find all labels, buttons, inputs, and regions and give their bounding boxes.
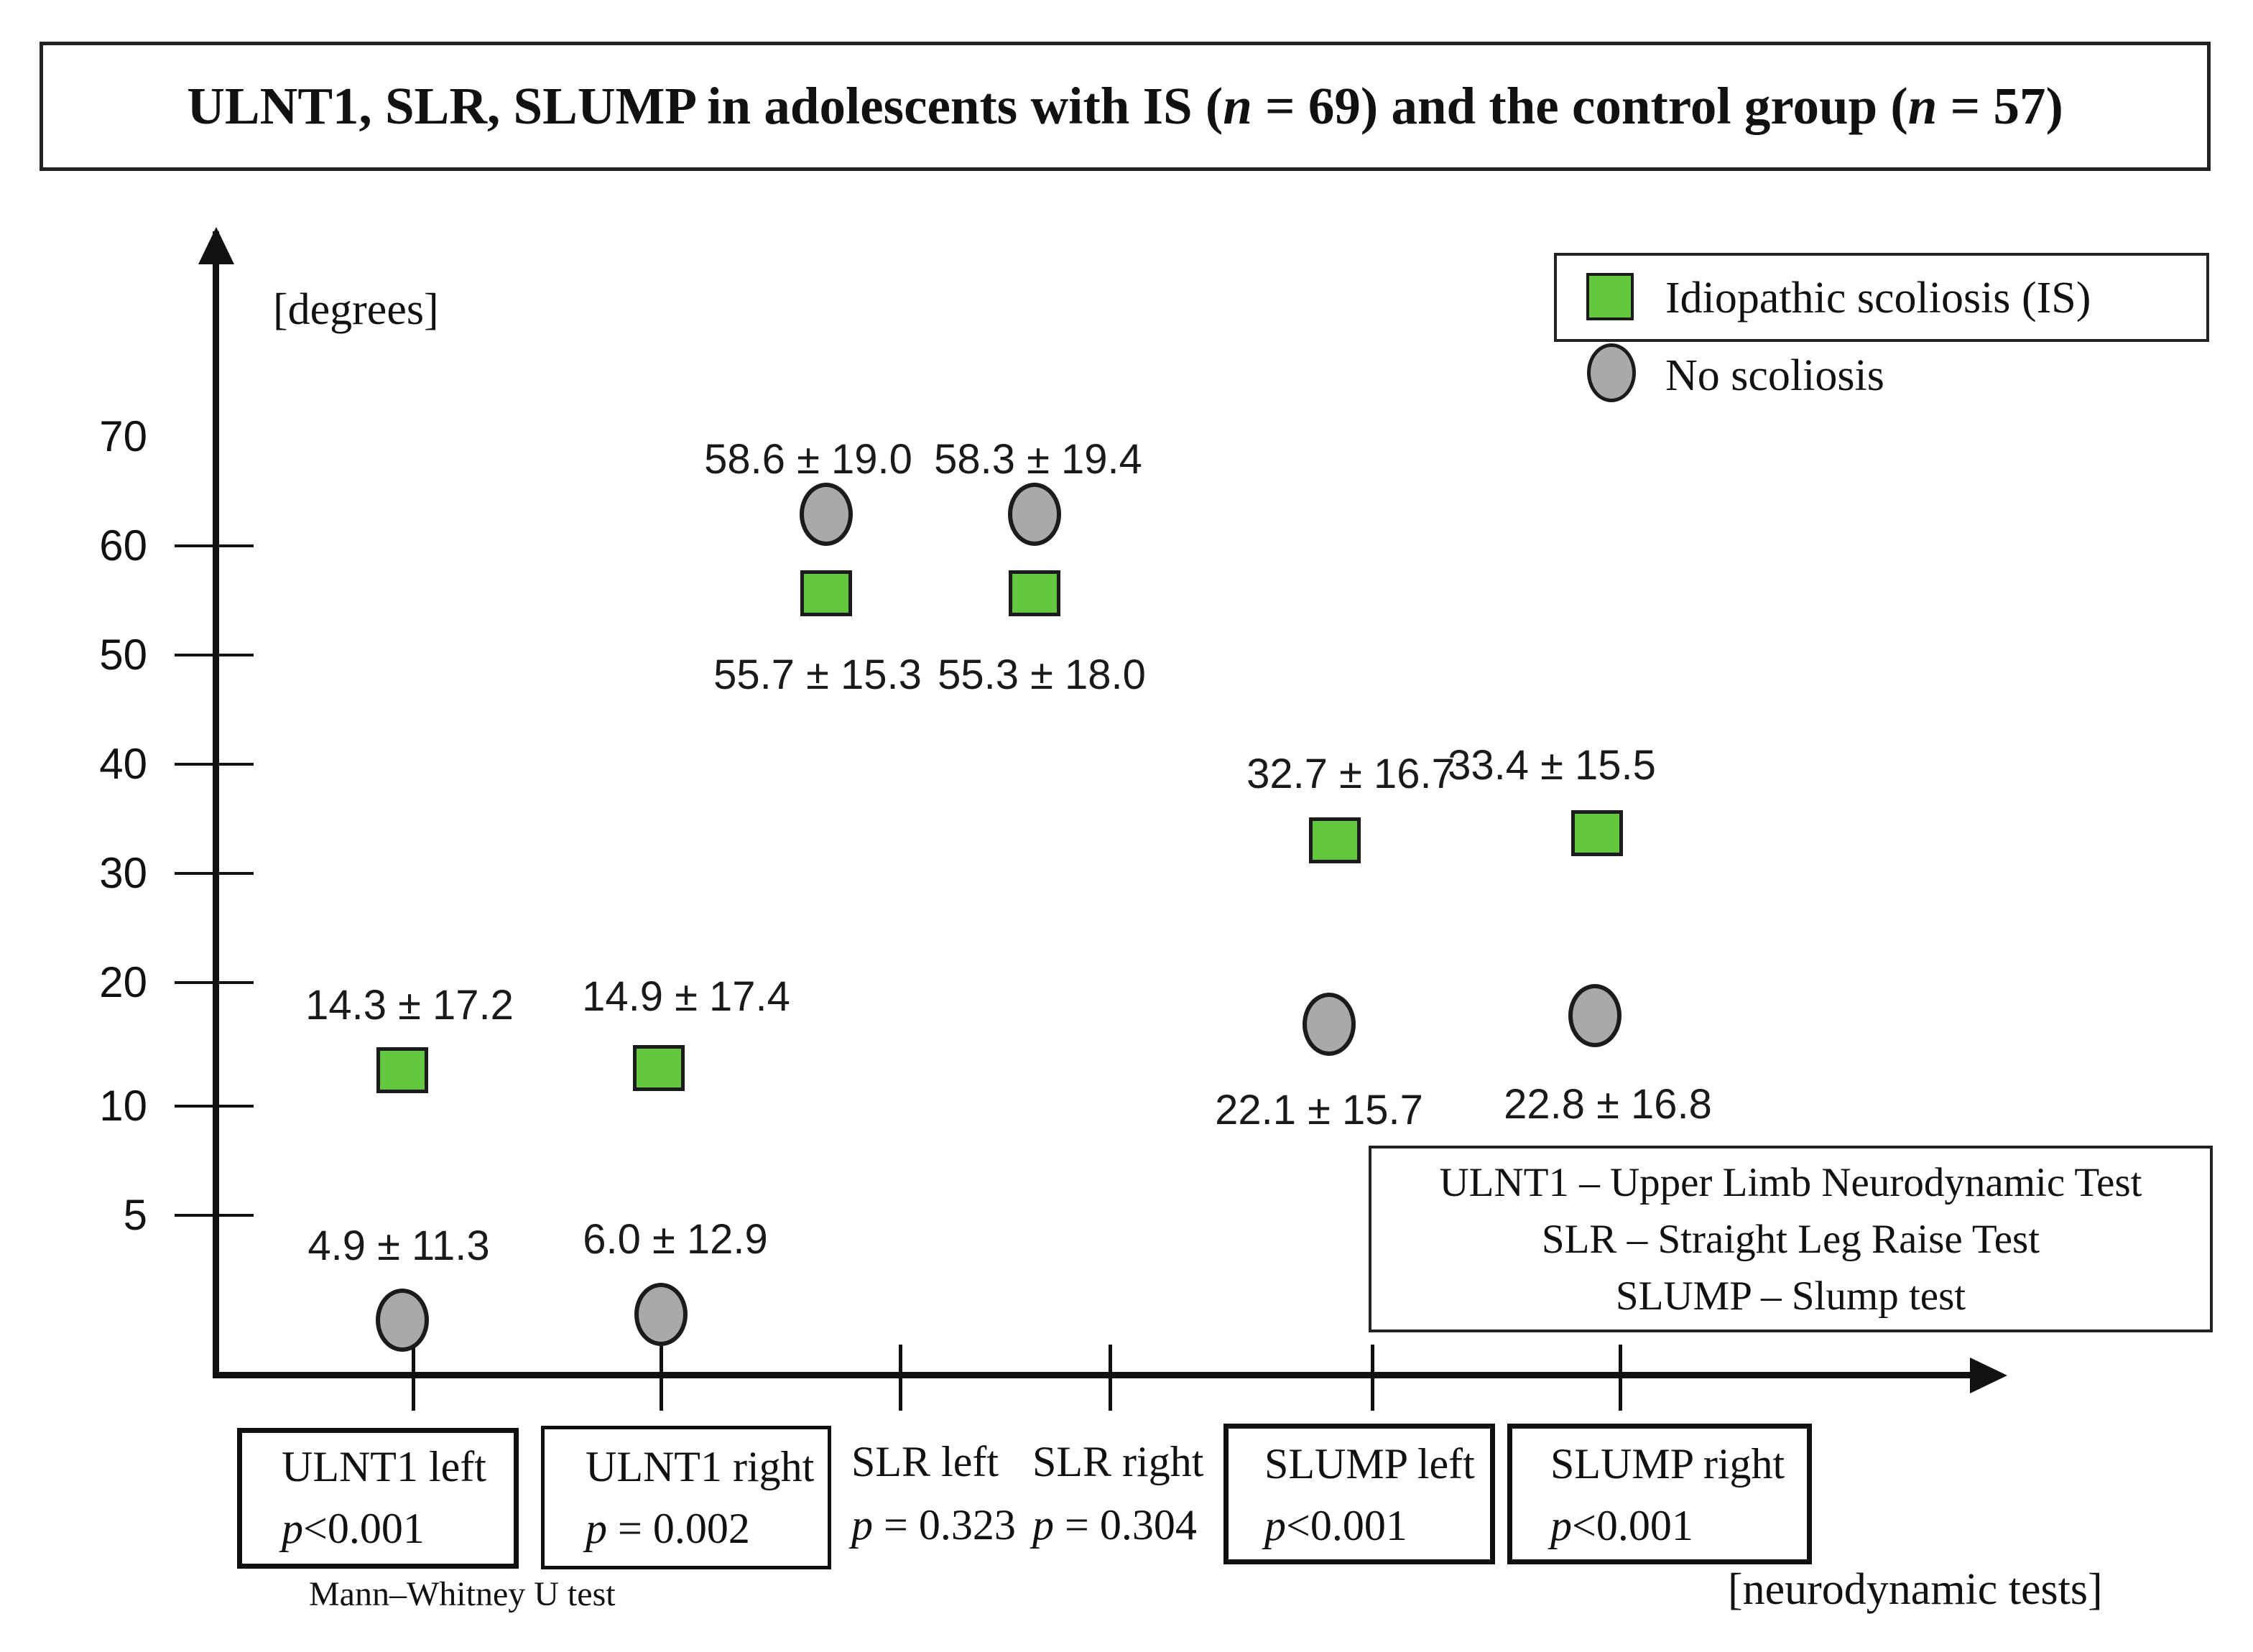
y-tick-mark <box>175 544 254 547</box>
control-mean-sd-label: 22.8 ± 16.8 <box>1504 1081 1712 1128</box>
marker-control-circle <box>1568 984 1621 1047</box>
y-axis-unit-label: [degrees] <box>273 285 439 334</box>
y-tick-label: 30 <box>99 849 147 897</box>
x-category-p-value: p = 0.304 <box>1032 1501 1197 1549</box>
control-mean-sd-label: 58.3 ± 19.4 <box>934 436 1142 483</box>
marker-control-circle <box>1008 483 1061 546</box>
is-mean-sd-label: 55.7 ± 15.3 <box>713 651 922 698</box>
y-tick-label: 60 <box>99 521 147 570</box>
x-category-label: ULNT1 right <box>586 1443 815 1490</box>
control-mean-sd-label: 58.6 ± 19.0 <box>704 436 912 483</box>
marker-is-square <box>633 1045 685 1091</box>
is-mean-sd-label: 14.3 ± 17.2 <box>305 982 514 1029</box>
title-box: ULNT1, SLR, SLUMP in adolescents with IS… <box>40 42 2211 171</box>
definition-slr: SLR – Straight Leg Raise Test <box>1541 1216 2040 1262</box>
marker-is-square <box>1009 570 1060 616</box>
x-tick-mark <box>1619 1345 1622 1411</box>
definition-slump: SLUMP – Slump test <box>1615 1273 1966 1319</box>
y-tick-mark <box>175 1105 254 1108</box>
statistical-test-footnote: Mann–Whitney U test <box>309 1575 616 1613</box>
marker-is-square <box>1571 810 1623 856</box>
x-axis-arrowhead-icon <box>1970 1358 2007 1393</box>
x-category-label: SLR right <box>1032 1438 1204 1485</box>
legend-control-label: No scoliosis <box>1665 351 1884 400</box>
x-axis-line <box>213 1372 1974 1378</box>
x-tick-mark <box>1371 1345 1374 1411</box>
marker-control-circle <box>376 1289 429 1352</box>
y-tick-label: 70 <box>99 412 147 460</box>
y-tick-label: 20 <box>99 958 147 1006</box>
y-tick-mark <box>175 872 254 875</box>
marker-is-square <box>376 1047 428 1093</box>
marker-control-circle <box>634 1283 688 1346</box>
x-category-label: SLUMP right <box>1550 1440 1785 1488</box>
y-tick-mark <box>175 981 254 984</box>
x-tick-mark <box>660 1345 663 1411</box>
control-mean-sd-label: 4.9 ± 11.3 <box>307 1222 490 1269</box>
x-tick-mark <box>899 1345 902 1411</box>
x-category-p-value: p<0.001 <box>1550 1502 1693 1549</box>
x-category-p-value: p<0.001 <box>1264 1502 1407 1549</box>
x-category-p-value: p<0.001 <box>282 1505 425 1552</box>
y-tick-mark <box>175 654 254 656</box>
x-category-p-value: p = 0.002 <box>586 1505 750 1552</box>
is-mean-sd-label: 32.7 ± 16.7 <box>1246 751 1455 797</box>
control-mean-sd-label: 6.0 ± 12.9 <box>583 1216 768 1263</box>
x-category-p-value: p = 0.323 <box>851 1501 1016 1549</box>
x-category-box <box>1507 1424 1812 1564</box>
is-mean-sd-label: 55.3 ± 18.0 <box>938 651 1146 698</box>
y-tick-mark <box>175 1214 254 1217</box>
y-tick-mark <box>175 763 254 766</box>
is-mean-sd-label: 33.4 ± 15.5 <box>1448 742 1656 789</box>
x-axis-unit-label: [neurodynamic tests] <box>1728 1565 2103 1614</box>
x-category-box <box>237 1428 519 1569</box>
legend-is-label: Idiopathic scoliosis (IS) <box>1665 274 2091 322</box>
x-tick-mark <box>412 1345 415 1411</box>
x-category-box <box>1223 1424 1495 1564</box>
control-mean-sd-label: 22.1 ± 15.7 <box>1215 1087 1423 1133</box>
x-category-box <box>541 1426 831 1569</box>
marker-control-circle <box>1303 993 1356 1056</box>
y-tick-label: 40 <box>99 740 147 788</box>
y-tick-label: 50 <box>99 631 147 679</box>
x-category-label: SLUMP left <box>1264 1440 1475 1488</box>
legend-is-square-swatch <box>1586 273 1634 320</box>
definition-ulnt1: ULNT1 – Upper Limb Neurodynamic Test <box>1439 1159 2142 1205</box>
legend-control-circle-swatch <box>1587 343 1636 402</box>
x-tick-mark <box>1109 1345 1112 1411</box>
y-tick-label: 5 <box>123 1191 147 1239</box>
is-mean-sd-label: 14.9 ± 17.4 <box>582 973 790 1020</box>
marker-is-square <box>1309 817 1361 863</box>
x-category-label: SLR left <box>851 1438 999 1485</box>
y-tick-label: 10 <box>99 1082 147 1130</box>
page-title: ULNT1, SLR, SLUMP in adolescents with IS… <box>187 77 2063 135</box>
test-definitions-box: ULNT1 – Upper Limb Neurodynamic Test SLR… <box>1369 1146 2213 1332</box>
legend-box <box>1554 253 2209 342</box>
y-axis-arrowhead-icon <box>198 227 234 264</box>
marker-is-square <box>800 570 852 616</box>
y-axis-line <box>213 231 219 1378</box>
marker-control-circle <box>800 483 853 546</box>
x-category-label: ULNT1 left <box>282 1443 486 1490</box>
